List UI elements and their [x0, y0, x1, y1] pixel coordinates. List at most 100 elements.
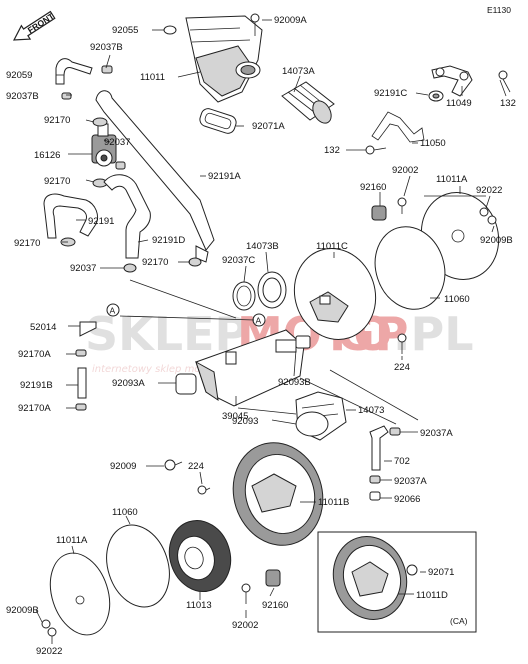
- filter-11060-upper: [374, 226, 446, 310]
- hose-92059: [55, 58, 93, 85]
- label-92191B: 92191B: [20, 380, 53, 391]
- label-92170A-1: 92170A: [18, 349, 51, 360]
- label-52014: 52014: [30, 322, 56, 333]
- label-92022-1: 92022: [476, 185, 502, 196]
- bolt-92002-lower: [241, 583, 251, 604]
- label-11011C: 11011C: [316, 241, 348, 252]
- label-92037C: 92037C: [222, 255, 255, 266]
- front-label: FRONT: [26, 11, 57, 36]
- label-92009B-1: 92009B: [480, 235, 513, 246]
- label-92037A-2: 92037A: [394, 476, 427, 487]
- watermark-text-d: .PL: [393, 307, 474, 361]
- duct-39045: [195, 329, 305, 407]
- label-92093A: 92093A: [112, 378, 145, 389]
- label-11050: 11050: [420, 138, 446, 149]
- label-92037B: 92037B: [90, 42, 123, 53]
- bolt-92066: [369, 491, 381, 501]
- diagram-code: E1130: [487, 5, 511, 15]
- label-92037B-2: 92037B: [6, 91, 39, 102]
- label-14073A: 14073A: [282, 66, 315, 77]
- filter-11060-lower: [106, 524, 170, 608]
- label-92071: 92071: [428, 567, 454, 578]
- label-224-2: 224: [188, 461, 204, 472]
- label-92066: 92066: [394, 494, 420, 505]
- label-92009A: 92009A: [274, 15, 307, 26]
- leader-lines: [35, 19, 507, 644]
- label-92002-2: 92002: [232, 620, 258, 631]
- gasket-92071A: [199, 108, 237, 134]
- clip-92170A-2: [75, 403, 87, 411]
- label-92191D: 92191D: [152, 235, 185, 246]
- clip-92037-small: [115, 161, 126, 170]
- bolt-92002-upper: [397, 197, 407, 214]
- label-92160-1: 92160: [360, 182, 386, 193]
- seal-14073B: [257, 271, 287, 309]
- label-92009: 92009: [110, 461, 136, 472]
- grommet-92191C: [428, 90, 444, 102]
- callout-a-upper: A: [106, 303, 120, 317]
- bolt-92009B-upper: [487, 215, 497, 225]
- svg-text:A: A: [256, 316, 262, 326]
- label-11049: 11049: [446, 98, 472, 109]
- gasket-92093B: [295, 335, 311, 349]
- svg-text:A: A: [110, 306, 116, 316]
- label-92022-2: 92022: [36, 646, 62, 657]
- label-92071A: 92071A: [252, 121, 285, 132]
- ca-inset-box: (CA): [317, 531, 477, 633]
- label-92055: 92055: [112, 25, 138, 36]
- cover-11011A-lower: [49, 552, 111, 636]
- element-11013: [168, 520, 232, 592]
- watermark-subtitle: internetowy sklep motocyklowy: [92, 364, 252, 375]
- label-132-1: 132: [500, 98, 516, 109]
- bolt-92009A: [250, 13, 260, 36]
- label-92170-1: 92170: [44, 115, 70, 126]
- washer-92022-upper: [479, 207, 489, 217]
- label-132-2: 132: [324, 145, 340, 156]
- bolt-92009B-lower: [41, 619, 51, 629]
- label-92093B: 92093B: [278, 377, 311, 388]
- hose-702: [369, 425, 389, 471]
- label-39045: 39045: [222, 411, 248, 422]
- damper-92160-upper: [371, 205, 387, 221]
- label-92170-3: 92170: [14, 238, 40, 249]
- label-11060-1: 11060: [444, 294, 470, 305]
- label-11011A-2: 11011A: [56, 535, 88, 546]
- washer-92022-lower: [47, 627, 57, 637]
- bolt-224-upper: [397, 333, 407, 354]
- case-11011B: [232, 442, 324, 546]
- damper-92160-lower: [265, 569, 281, 587]
- label-14073: 14073: [358, 405, 384, 416]
- air-duct-11011: [185, 15, 263, 103]
- hose-92191B: [77, 367, 87, 399]
- label-92009B-2: 92009B: [6, 605, 39, 616]
- part-labels: 92055 92009A 92037B 92059 11011 14073A 9…: [6, 15, 516, 657]
- hose-92191D: [103, 174, 151, 259]
- clip-92055: [163, 25, 177, 35]
- label-702: 702: [394, 456, 410, 467]
- label-92037-1: 92037: [104, 137, 130, 148]
- label-92160-2: 92160: [262, 600, 288, 611]
- label-92191: 92191: [88, 216, 114, 227]
- label-11060-2: 11060: [112, 507, 138, 518]
- clip-92037A-2: [369, 475, 381, 484]
- callout-a-middle: A: [252, 313, 266, 327]
- label-11011D: 11011D: [416, 590, 448, 601]
- label-11011B: 11011B: [318, 497, 349, 508]
- case-11011C: [293, 248, 377, 340]
- clip-92170A-1: [75, 349, 87, 357]
- fitting-52014: [79, 321, 97, 337]
- bolt-224-lower: [197, 485, 211, 495]
- label-92191A: 92191A: [208, 171, 241, 182]
- ca-label: (CA): [450, 616, 468, 626]
- bolt-92009-middle: [164, 459, 183, 471]
- gasket-92093: [295, 411, 329, 437]
- label-224-1: 224: [394, 362, 410, 373]
- label-92093: 92093: [232, 416, 258, 427]
- label-92191C: 92191C: [374, 88, 407, 99]
- label-92170A-2: 92170A: [18, 403, 51, 414]
- clip-92037B: [61, 65, 113, 100]
- label-92037-2: 92037: [70, 263, 96, 274]
- clip-92037C: [232, 281, 256, 311]
- front-arrow-icon: FRONT: [12, 11, 57, 41]
